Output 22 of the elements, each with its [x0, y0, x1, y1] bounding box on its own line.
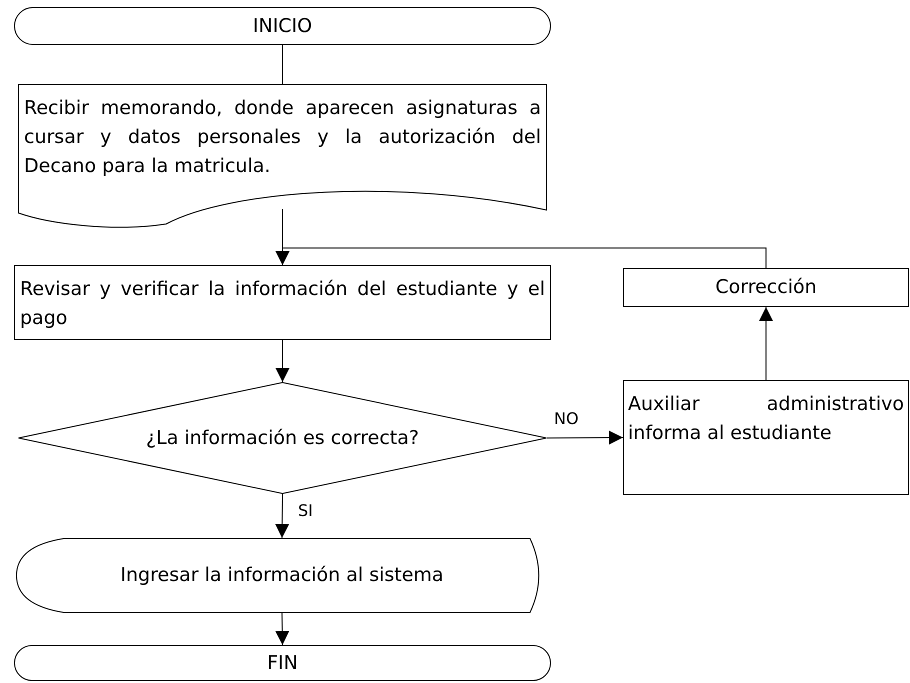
process-box [623, 268, 909, 307]
node-label: INICIO [252, 14, 314, 38]
decision-diamond [18, 382, 547, 494]
arrow [276, 248, 766, 268]
process-box [14, 265, 551, 340]
arrow [275, 494, 290, 538]
node-label: Ingresar la información al sistema [119, 563, 445, 588]
node-label: Corrección [714, 275, 818, 300]
node-label: Auxiliar administrativo informa al estudiante [628, 392, 904, 446]
document-shape [18, 84, 547, 230]
terminal-shape [14, 7, 551, 45]
node-label: Revisar y verificar la información del estudiante y el pago [20, 277, 545, 331]
node-label: ¿La información es correcta? [145, 426, 420, 450]
node-label: Recibir memorando, donde aparecen asignaturas a cursar y datos personales y la autorización del Decano para la matricula. [24, 96, 541, 179]
arrow [759, 306, 773, 380]
connector-line [282, 44, 283, 84]
node-label: FIN [266, 650, 299, 676]
process-box [623, 380, 909, 495]
arrow [276, 340, 290, 382]
arrow [546, 430, 624, 445]
terminal-shape [14, 645, 551, 681]
arrow [275, 612, 290, 646]
